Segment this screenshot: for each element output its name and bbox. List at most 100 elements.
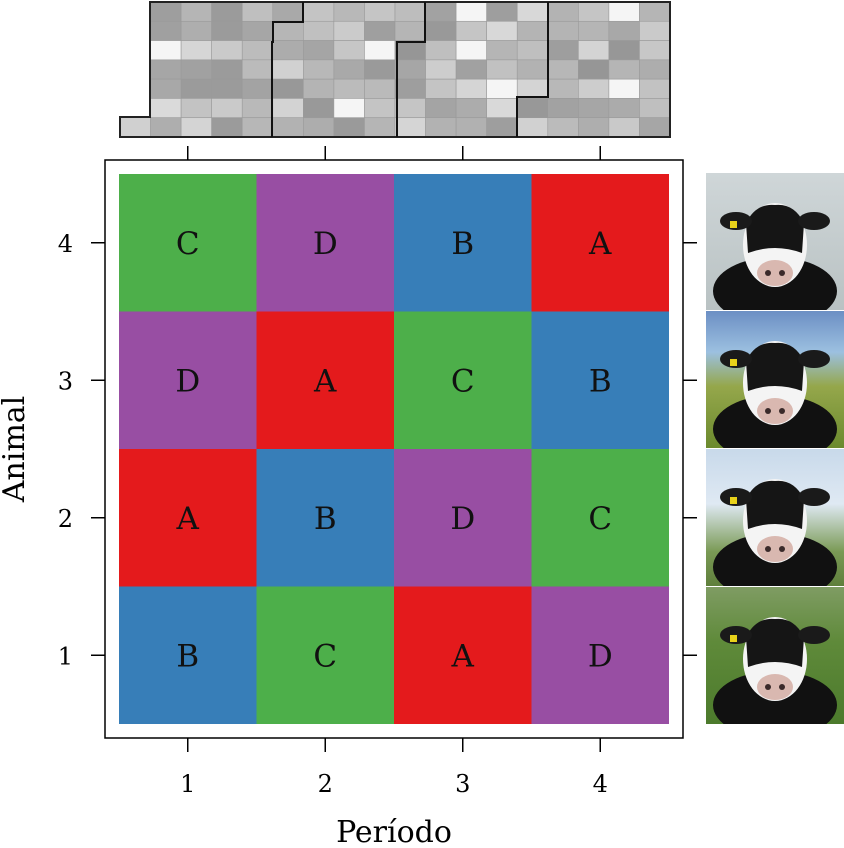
- strip-cell: [120, 2, 151, 22]
- cell-label: B: [314, 501, 337, 537]
- x-tick-label: 1: [180, 770, 195, 798]
- strip-cell: [425, 98, 457, 119]
- strip-outline: [119, 1, 671, 138]
- strip-cell: [578, 78, 610, 99]
- strip-cell: [272, 98, 304, 119]
- strip-cell: [303, 20, 335, 41]
- strip-cell: [486, 2, 518, 22]
- strip-cell: [120, 98, 151, 119]
- strip-cell: [150, 98, 182, 119]
- strip-cell: [241, 40, 274, 61]
- strip-cell: [486, 117, 518, 137]
- strip-cell: [486, 98, 518, 119]
- strip-cell: [425, 2, 457, 22]
- strip-cell: [180, 20, 212, 41]
- strip-cell: [120, 59, 151, 80]
- strip-cell: [211, 2, 243, 22]
- strip-cell: [639, 2, 670, 22]
- cell-1-3: [119, 311, 257, 449]
- strip-cell: [547, 59, 579, 80]
- period-timeline-strip: [119, 1, 671, 138]
- strip-cell: [516, 40, 549, 61]
- cell-label: D: [588, 638, 613, 674]
- strip-cell: [303, 59, 335, 80]
- strip-cell: [425, 20, 457, 41]
- x-tick-label: 4: [593, 770, 608, 798]
- strip-cell: [608, 2, 640, 22]
- strip-cell: [547, 40, 579, 61]
- strip-cell: [241, 98, 274, 119]
- strip-cell: [455, 40, 487, 61]
- strip-cell: [547, 78, 579, 99]
- strip-cell: [241, 117, 274, 137]
- strip-cell: [303, 40, 335, 61]
- cell-label: B: [589, 363, 612, 399]
- strip-cell: [180, 59, 212, 80]
- strip-cell: [180, 2, 212, 22]
- strip-cell: [516, 59, 549, 80]
- x-axis-label: Período: [336, 815, 452, 848]
- strip-cell: [639, 59, 670, 80]
- cow-photo-icon: [706, 449, 844, 586]
- strip-cell: [394, 20, 426, 41]
- strip-cell: [120, 78, 151, 99]
- cell-label: B: [176, 638, 199, 674]
- strip-cell: [425, 59, 457, 80]
- strip-cell: [608, 78, 640, 99]
- y-tick-label: 3: [58, 367, 73, 395]
- strip-cell: [211, 20, 243, 41]
- strip-cell: [150, 2, 182, 22]
- cell-4-1: [531, 586, 669, 724]
- strip-divider: [516, 2, 549, 137]
- strip-cell: [547, 2, 579, 22]
- strip-cell: [394, 40, 426, 61]
- strip-cell: [333, 20, 365, 41]
- strip-cell: [364, 117, 396, 137]
- strip-cell: [211, 98, 243, 119]
- cell-4-2: [531, 449, 669, 587]
- strip-cell: [547, 117, 579, 137]
- strip-cell: [150, 20, 182, 41]
- cell-3-3: [394, 311, 532, 449]
- strip-cell: [303, 117, 335, 137]
- cell-label: B: [451, 226, 474, 262]
- strip-cell: [394, 117, 426, 137]
- cell-2-4: [256, 174, 394, 312]
- strip-cell: [303, 78, 335, 99]
- strip-cell: [150, 40, 182, 61]
- strip-cell: [180, 78, 212, 99]
- strip-cell: [516, 98, 549, 119]
- cow-photo-icon: [706, 311, 844, 448]
- strip-cell: [578, 2, 610, 22]
- strip-cell: [394, 78, 426, 99]
- strip-cell: [180, 98, 212, 119]
- strip-cell: [578, 98, 610, 119]
- strip-cell: [150, 117, 182, 137]
- strip-cell: [241, 78, 274, 99]
- strip-cell: [639, 78, 670, 99]
- strip-cell: [394, 59, 426, 80]
- strip-cell: [394, 98, 426, 119]
- strip-cell: [578, 20, 610, 41]
- cow-photo-icon: [706, 173, 844, 310]
- strip-cell: [516, 2, 549, 22]
- x-tick-label: 3: [455, 770, 470, 798]
- cell-label: A: [451, 638, 475, 674]
- strip-cell: [241, 59, 274, 80]
- cell-label: A: [313, 363, 337, 399]
- cell-label: C: [176, 226, 200, 262]
- strip-cell: [516, 78, 549, 99]
- strip-cell: [547, 20, 579, 41]
- y-tick-label: 4: [58, 230, 73, 258]
- strip-cell: [455, 20, 487, 41]
- strip-cell: [333, 59, 365, 80]
- strip-cell: [486, 59, 518, 80]
- strip-cell: [578, 40, 610, 61]
- strip-cell: [211, 117, 243, 137]
- cell-label: A: [588, 226, 612, 262]
- cell-label: D: [175, 363, 200, 399]
- cow-photo-column: [706, 173, 844, 725]
- strip-cell: [547, 98, 579, 119]
- strip-cell: [211, 78, 243, 99]
